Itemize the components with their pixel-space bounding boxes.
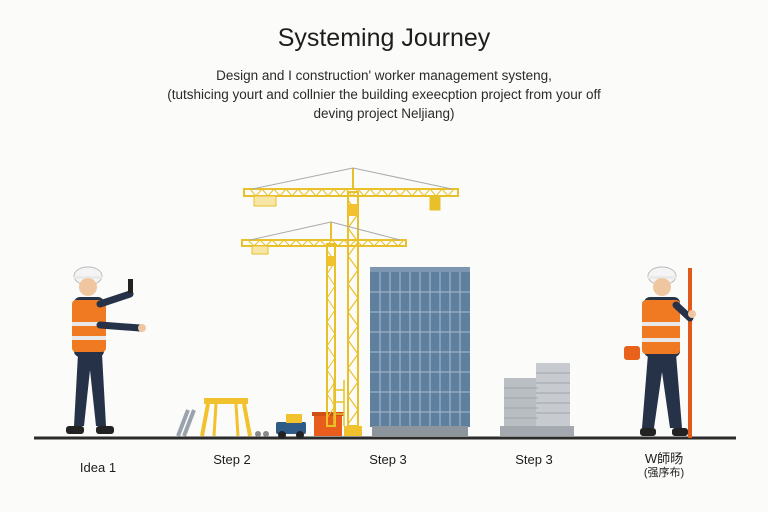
step-label-final: W師旸 [644,451,684,466]
subtitle-line-1: Design and I construction' worker manage… [216,68,552,83]
crane-cab [348,204,358,216]
worker-with-pole-illustration [624,266,696,438]
office-building-illustration [370,267,470,436]
short-crane-illustration [241,221,407,427]
worker-with-phone-illustration [66,266,146,434]
sawhorse-illustration [176,398,269,437]
step-label-step-3b: Step 3 [515,452,553,467]
step-label-step-3a: Step 3 [369,452,407,467]
step-label-idea: Idea 1 [79,460,117,475]
ladder [333,380,345,426]
small-buildings-illustration [500,363,574,436]
small-vehicle-illustration [276,414,306,439]
subtitle-line-2: (tutshicing yourt and collnier the build… [167,87,601,102]
page-title: Systeming Journey [277,24,491,52]
subtitle-line-3: deving project Neljiang) [313,106,455,121]
step-label-step-2: Step 2 [213,452,251,467]
step-sublabel-final: (强序布) [643,467,685,479]
